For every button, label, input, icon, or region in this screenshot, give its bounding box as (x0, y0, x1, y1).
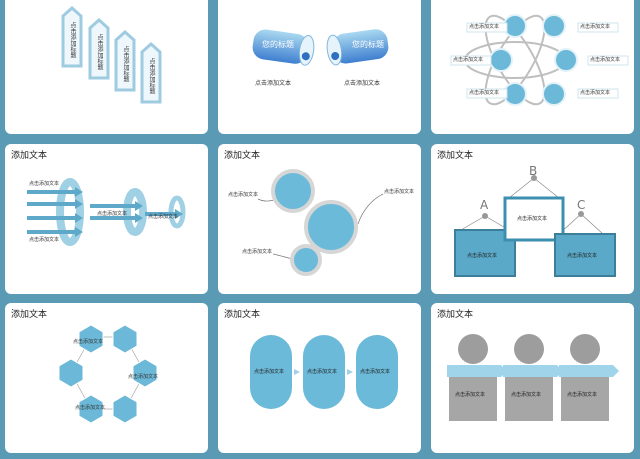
arrow-text-3: 点击添加文本 (148, 214, 179, 220)
tag-label-3: 点击添加标题 (122, 46, 129, 82)
tag-label-2: 点击添加标题 (96, 34, 103, 70)
slide-title: 添加文本 (11, 310, 48, 320)
cylinder-text-right: 点击添加文本 (344, 80, 381, 87)
atom-diagram (450, 14, 629, 106)
cylinder-title-left: 您的标题 (262, 40, 294, 49)
slide-title: 添加文本 (437, 310, 474, 320)
atom-label-1: 点击添加文本 (469, 24, 500, 30)
cylinder-graphic (252, 29, 389, 66)
frame-text-a: 点击添加文本 (467, 253, 498, 259)
presenter-text-2: 点击添加文本 (511, 392, 542, 398)
pill-text-1: 点击添加文本 (254, 369, 285, 375)
atom-label-3: 点击添加文本 (453, 57, 484, 63)
arrows-through-rings (27, 178, 186, 246)
atom-label-2: 点击添加文本 (580, 24, 611, 30)
letter-b: B (529, 164, 538, 178)
slide-9[interactable]: 添加文本 点击添加文本 点击添加文本 点击添加文本 (431, 303, 634, 453)
cluster-text-2: 点击添加文本 (384, 189, 415, 195)
atom-label-4: 点击添加文本 (590, 57, 621, 63)
presenter-text-3: 点击添加文本 (567, 392, 598, 398)
frame-text-c: 点击添加文本 (567, 253, 598, 259)
circle-cluster (257, 169, 384, 276)
slide-7[interactable]: 添加文本 点击添加文本 点击添加文本 点击添加文本 (5, 303, 208, 453)
cluster-text-1: 点击添加文本 (228, 192, 259, 198)
atom-label-5: 点击添加文本 (469, 90, 500, 96)
tag-label-1: 点击添加标题 (69, 22, 76, 58)
presenters-graphic (447, 334, 619, 421)
cylinder-text-left: 点击添加文本 (255, 80, 292, 87)
tag-label-4: 点击添加标题 (148, 58, 155, 94)
slide-5[interactable]: 添加文本 点击添加文本 点击添加文本 点击添加文本 (218, 144, 421, 294)
frame-text-b: 点击添加文本 (517, 216, 548, 222)
slide-1[interactable]: 添加文本 点击添加标题 点击添加标题 点击添加标题 点击添加标题 (5, 0, 208, 134)
letter-a: A (480, 198, 489, 212)
arrow-text-1: 点击添加文本 (29, 181, 60, 187)
slide-title: 添加文本 (224, 310, 261, 320)
slide-title: 添加文本 (224, 151, 261, 161)
slide-title: 添加文本 (11, 151, 48, 161)
cluster-text-3: 点击添加文本 (242, 249, 273, 255)
slide-2[interactable]: 您的标题 您的标题 点击添加文本 点击添加文本 (218, 0, 421, 134)
pill-text-2: 点击添加文本 (307, 369, 338, 375)
presenter-text-1: 点击添加文本 (455, 392, 486, 398)
slide-title: 添加文本 (437, 151, 474, 161)
hex-text-2: 点击添加文本 (128, 374, 159, 380)
slide-8[interactable]: 添加文本 点击添加文本 点击添加文本 点击添加文本 (218, 303, 421, 453)
slide-3[interactable]: 点击添加文本 点击添加文本 点击添加文本 点击添加文本 点击添加文本 点击添加文… (431, 0, 634, 134)
slide-title: 添加文本 (11, 0, 47, 1)
arrow-text-4: 点击添加文本 (29, 237, 60, 243)
slide-6[interactable]: 添加文本 A B C 点击添加文本 点击添加文本 点击添加文本 (431, 144, 634, 294)
pill-text-3: 点击添加文本 (360, 369, 391, 375)
cylinder-title-right: 您的标题 (352, 40, 384, 49)
atom-label-6: 点击添加文本 (580, 90, 611, 96)
hexagon-ring (58, 324, 158, 424)
hex-text-1: 点击添加文本 (73, 339, 104, 345)
pill-process (250, 335, 398, 409)
vertical-title-tags (61, 5, 162, 104)
slide-4[interactable]: 添加文本 点击添加文本 点击添加文本 点击添加文本 点击添加文本 (5, 144, 208, 294)
arrow-text-2: 点击添加文本 (97, 211, 128, 217)
hex-text-3: 点击添加文本 (75, 405, 106, 411)
hanging-frames (454, 175, 616, 277)
letter-c: C (577, 198, 586, 212)
